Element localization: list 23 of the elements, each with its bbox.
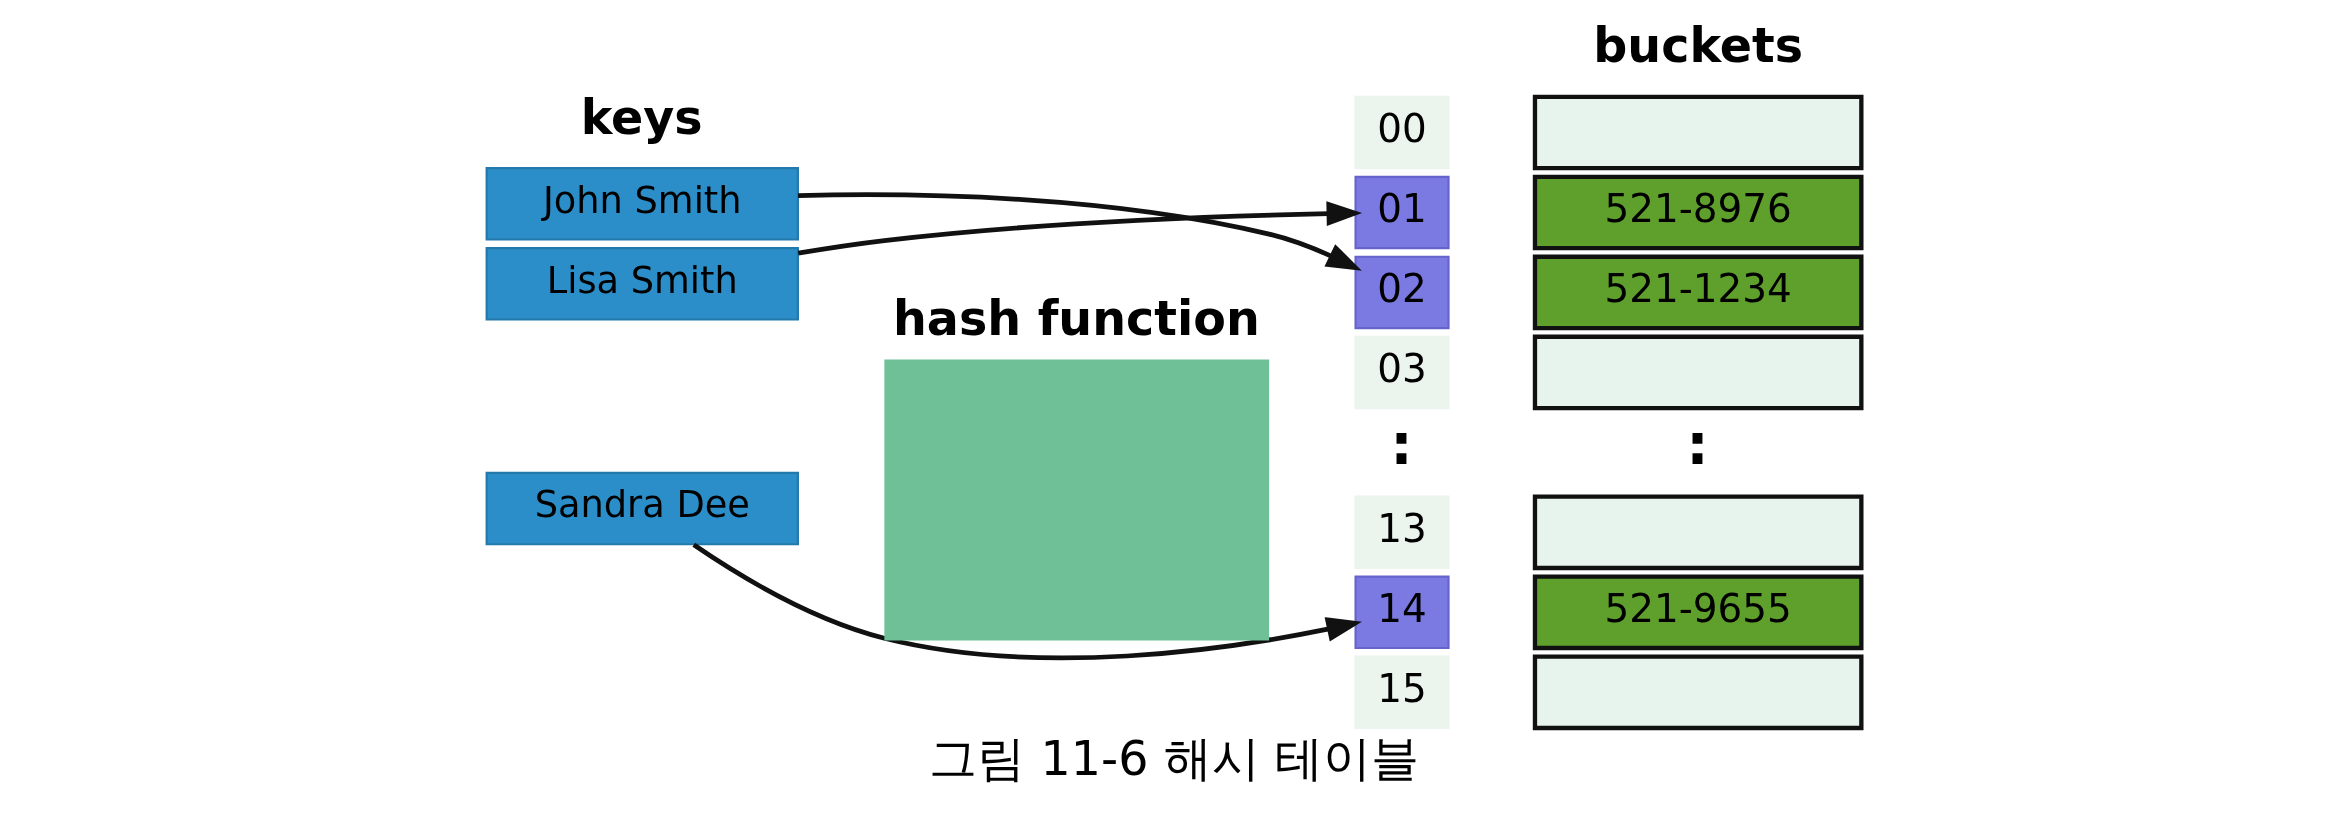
node-box [1532,334,1863,411]
arrow [797,201,1362,256]
node-box [1532,654,1863,731]
node-box [1532,94,1863,171]
node-box [883,359,1269,641]
node-box: Lisa Smith [485,247,799,321]
label: : [1389,411,1413,477]
node-box: John Smith [485,167,799,241]
node-box: Sandra Dee [485,471,799,546]
node-box [1532,494,1863,571]
node-label: hash function [892,290,1260,346]
node-box: 521-1234 [1532,254,1863,331]
node-box: 02 [1354,255,1450,330]
arrow [691,542,1362,661]
label: : [1685,411,1709,477]
node-box: 01 [1354,175,1450,250]
node-box: 521-8976 [1532,174,1863,251]
node-box: 521-9655 [1532,574,1863,651]
label: keys [580,89,703,145]
label: buckets [1592,18,1803,74]
arrow [797,192,1362,271]
caption: 그림 11-6 해시 테이블 [928,730,1419,786]
node-box: 14 [1354,575,1450,650]
